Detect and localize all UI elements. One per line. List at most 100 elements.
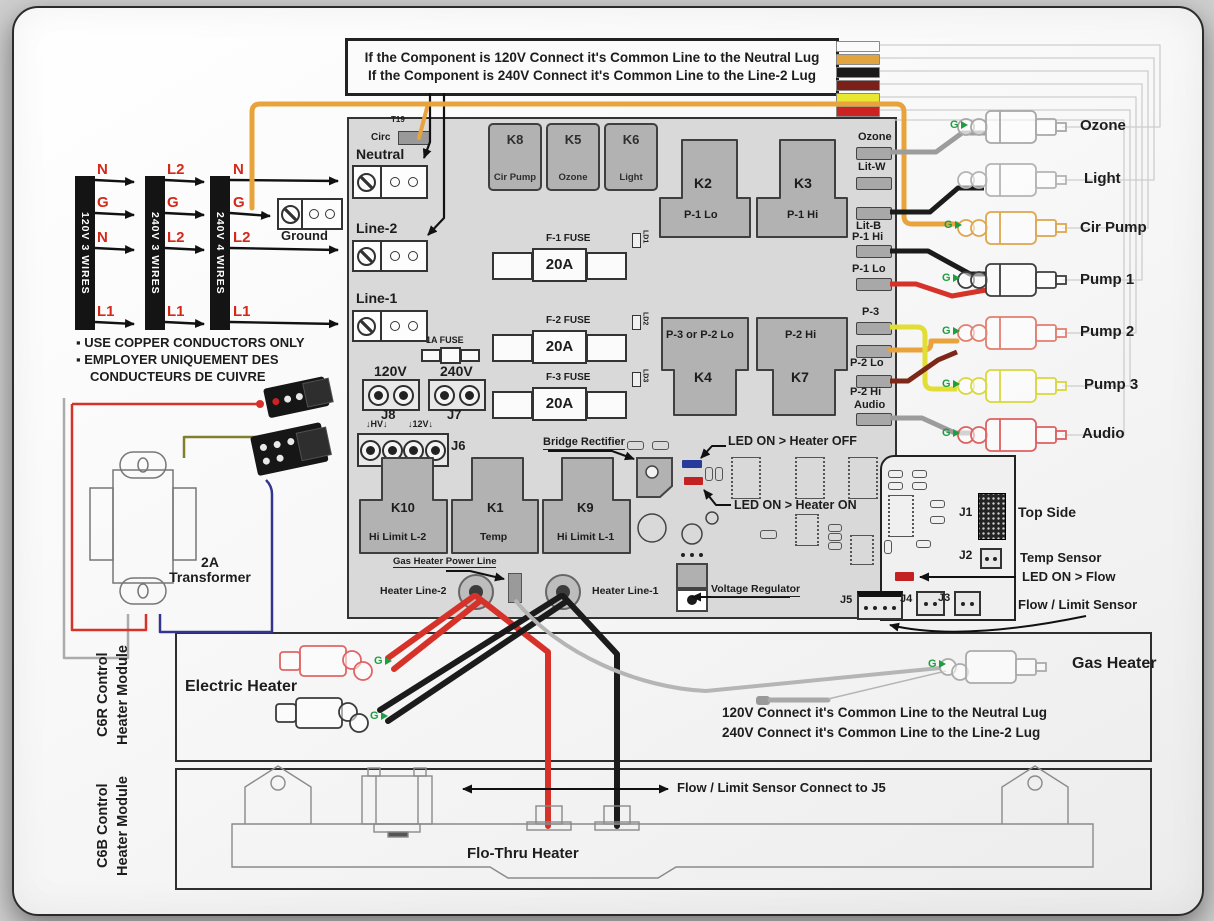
gas-heater-label: Gas Heater [1072, 655, 1157, 672]
wire-label: L1 [233, 303, 251, 320]
ground-g-marker: G [950, 119, 968, 131]
ground-g-marker: G [942, 325, 960, 337]
output-ozone-label: Ozone [1080, 117, 1126, 134]
relay-k9-name: K9 [577, 500, 594, 515]
ground-screw-icon [280, 204, 300, 224]
wire-label: L1 [97, 303, 115, 320]
gas-heater-power-line-tab [508, 573, 522, 603]
output-pump2-label: Pump 2 [1080, 323, 1135, 340]
wire-label: G [233, 194, 245, 211]
resistor-icon [912, 482, 927, 490]
fuse-f2-label: F-2 FUSE [546, 315, 591, 326]
fuse-f3-left [492, 391, 533, 419]
hv-label: ↓HV↓ [366, 419, 388, 429]
line2-label: Line-2 [356, 220, 398, 236]
relay-k2-name: K2 [694, 175, 712, 191]
diode-icon [884, 540, 892, 554]
fuse-1a-body [440, 347, 461, 364]
conn-240v-label: 240V [440, 363, 473, 379]
resistor-icon [930, 500, 945, 508]
copper-note-line2: ▪ EMPLOYER UNIQUEMENT DES [76, 352, 279, 367]
ld1-label: LD1 [641, 230, 649, 244]
wire-label: L2 [167, 161, 185, 178]
fuse-f1-body [532, 248, 587, 282]
service-bar-240v-3wires-label: 240V 3 WIRES [149, 211, 161, 295]
wire-label: L2 [167, 229, 185, 246]
relay-k3-func: P-1 Hi [787, 209, 819, 221]
ground-label: Ground [281, 228, 328, 243]
fuse-1a-right [460, 349, 480, 362]
relay-k4-name: K4 [694, 369, 712, 385]
relay-k2-func: P-1 Lo [684, 209, 718, 221]
c6r-title-line1: C6R Control [95, 652, 111, 738]
edge-tab-p1-hi [856, 245, 892, 258]
ground-g-marker: G [942, 272, 960, 284]
relay-k8-func: Cir Pump [493, 172, 537, 183]
led-heater-off-label: LED ON > Heater OFF [728, 434, 857, 448]
wire-label: N [97, 229, 108, 246]
resistor-icon [916, 540, 931, 548]
top-note-line2: If the Component is 240V Connect it's Co… [368, 67, 816, 83]
j8-label: J8 [381, 407, 396, 422]
transformer-label: 2A Transformer [150, 554, 270, 586]
flo-thru-heater-label: Flo-Thru Heater [467, 845, 579, 862]
ic-chip [850, 535, 874, 565]
edge-tab-ozone-label: Ozone [858, 131, 892, 143]
heater-line1-label: Heater Line-1 [592, 585, 659, 597]
fuse-f1-rating: 20A [545, 255, 574, 273]
ground-g-marker: G [942, 378, 960, 390]
gas-heater-power-line-label: Gas Heater Power Line [393, 556, 497, 569]
led-ld2-icon [632, 315, 641, 330]
ground-terminal-block [277, 198, 343, 230]
circ-label: Circ [371, 132, 391, 143]
j6-label: J6 [451, 438, 466, 453]
c6r-title: C6R Control Heater Module [95, 636, 132, 756]
led-ld1-icon [632, 233, 641, 248]
flow-led [895, 572, 914, 581]
relay-k6: K6 Light [604, 123, 658, 191]
fuse-f3-rating: 20A [545, 394, 574, 412]
flow-limit-sensor-label: Flow / Limit Sensor [1018, 597, 1138, 612]
wire-label: G [97, 194, 109, 211]
resistor-icon [760, 530, 777, 539]
legend-wire-black [836, 67, 880, 78]
service-bar-240v-4wires-label: 240V 4 WIRES [214, 211, 226, 295]
voltage-regulator-label: Voltage Regulator [711, 583, 801, 597]
resistor-icon [828, 533, 842, 541]
j8-connector [362, 379, 420, 411]
edge-tab-ozone [856, 147, 892, 160]
wire-label: L2 [233, 229, 251, 246]
edge-tab-lit-b-label: Lit-B [856, 220, 882, 232]
led-ld3-icon [632, 372, 641, 387]
ground-g-marker: G [928, 658, 946, 670]
legend-wire-white [836, 41, 880, 52]
output-cir-pump-label: Cir Pump [1080, 219, 1147, 236]
edge-tab-lit-w [856, 177, 892, 190]
fuse-f2-left [492, 334, 533, 362]
heater-line2-label: Heater Line-2 [380, 585, 447, 597]
ld3-label: LD3 [641, 369, 649, 383]
line1-label: Line-1 [356, 290, 398, 306]
line1-screw-icon [357, 316, 377, 336]
output-pump3-label: Pump 3 [1084, 376, 1139, 393]
resistor-icon [912, 470, 927, 478]
relay-k1-func: Temp [480, 531, 508, 543]
relay-k5: K5 Ozone [546, 123, 600, 191]
legend-wire-orange [836, 54, 880, 65]
ground-g-marker: G [942, 427, 960, 439]
transformer-label-line1: 2A [201, 554, 219, 570]
j1-label: J1 [959, 505, 973, 519]
legend-wire-dark-red [836, 80, 880, 91]
ic-chip [731, 457, 761, 499]
ld2-label: LD2 [641, 312, 649, 326]
c6b-title-line1: C6B Control [95, 783, 111, 869]
j5-label: J5 [840, 594, 853, 606]
edge-tab-p2hi-label: P-2 Hi [850, 386, 882, 398]
fuse-f1-right [586, 252, 627, 280]
wire-label: G [167, 194, 179, 211]
top-side-label: Top Side [1018, 504, 1077, 520]
12v-label: ↓12V↓ [408, 419, 434, 429]
ground-g-marker: G [374, 655, 392, 667]
j3-label: J3 [938, 592, 951, 604]
